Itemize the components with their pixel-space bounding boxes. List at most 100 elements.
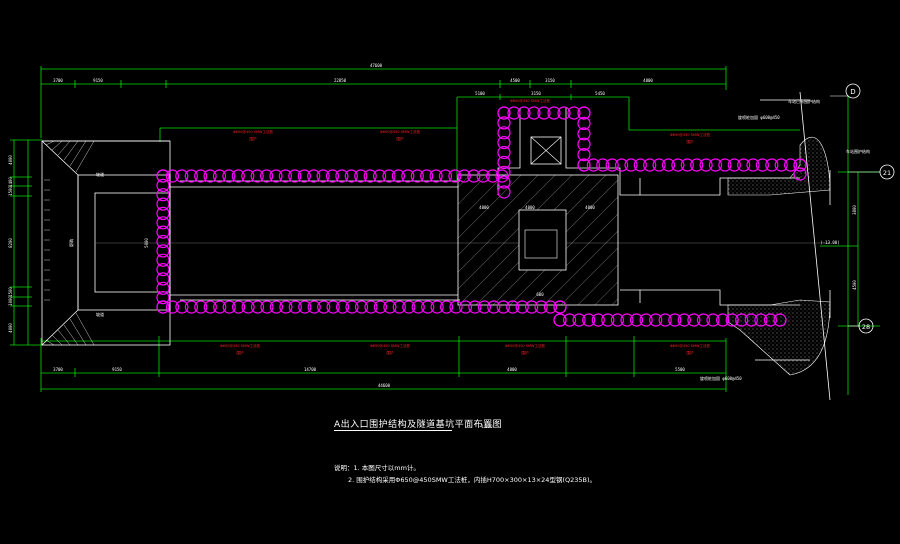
smw-pile [577, 158, 591, 172]
smw-pile [448, 169, 462, 183]
smw-pile [687, 313, 701, 327]
dim-right-2: 4500 [852, 280, 857, 290]
title-underline [334, 430, 452, 431]
smw-pile [458, 300, 473, 314]
dim-bottom-total: 44600 [378, 383, 391, 388]
smw-pile [543, 300, 558, 314]
smw-pile [232, 300, 246, 314]
smw-pile [629, 313, 644, 327]
smw-pile [765, 158, 779, 172]
smw-pile [298, 300, 312, 314]
smw-pile [156, 263, 170, 277]
smw-pile [156, 197, 170, 211]
smw-pile [156, 216, 170, 230]
dim-bottom-5: 5500 [675, 367, 685, 372]
smw-pile [391, 169, 405, 183]
smw-pile [668, 313, 682, 327]
smw-pile [746, 158, 760, 172]
smw-pile [383, 300, 397, 314]
dim-top-6: 4800 [643, 78, 653, 83]
smw-pile [194, 300, 208, 314]
smw-piles [156, 106, 807, 327]
smw-pile [194, 169, 208, 183]
smw-pile [497, 175, 511, 189]
smw-pile [382, 169, 396, 183]
smw-pile [364, 300, 378, 314]
smw-pile [515, 300, 529, 314]
drawing-notes: 说明：1. 本图尺寸以mm计。 2. 围护结构采用Φ650@450SMW工法桩，… [334, 462, 596, 486]
smw-pile [658, 313, 672, 327]
dim-top-1: 3700 [53, 78, 63, 83]
smw-pile [620, 313, 634, 327]
smw-pile [586, 158, 601, 172]
right-dimension-line [820, 96, 880, 395]
smw-pile [156, 188, 170, 202]
pile-sublabel-4: 围护 [687, 139, 695, 144]
smw-pile [344, 169, 358, 183]
note-1: 说明：1. 本图尺寸以mm计。 [334, 464, 420, 472]
dim-upper-1: 5100 [475, 91, 485, 96]
smw-pile [222, 300, 236, 314]
smw-pile [373, 169, 387, 183]
pile-label-2: Φ650@450 SMW工法桩 [380, 129, 420, 134]
dim-top-4: 4500 [510, 78, 520, 83]
smw-pile [596, 158, 610, 172]
pile-label-6: Φ650@450 SMW工法桩 [370, 343, 410, 348]
smw-pile [572, 313, 586, 327]
dim-left-3: 1500 [8, 186, 13, 196]
leader-note-1: 旋喷桩加固 φ600@450 [738, 114, 780, 120]
smw-pile [699, 158, 713, 172]
svg-text:21: 21 [883, 169, 891, 177]
smw-pile [430, 300, 444, 314]
smw-pile [517, 106, 531, 120]
dim-inner-3: 4000 [585, 205, 595, 210]
smw-pile [477, 300, 491, 314]
smw-pile [610, 313, 625, 327]
smw-pile [307, 300, 321, 314]
bottom-dimension-line [40, 336, 727, 392]
smw-pile [715, 313, 730, 327]
smw-pile [411, 300, 425, 314]
smw-pile [497, 116, 511, 130]
smw-pile [212, 169, 227, 183]
smw-pile [288, 169, 302, 183]
smw-pile [783, 158, 798, 172]
smw-pile [269, 169, 283, 183]
smw-pile [553, 313, 567, 327]
smw-pile [793, 167, 807, 181]
smw-pile [260, 169, 274, 183]
smw-pile [524, 300, 539, 314]
smw-pile [497, 155, 511, 169]
smw-pile [307, 169, 321, 183]
smw-pile [156, 281, 170, 295]
drawing-title: A出入口围护结构及隧道基坑平面布置图 [334, 420, 503, 430]
leader-note-3: 旋喷桩加固 φ600@450 [700, 375, 742, 381]
left-dimension-line [10, 139, 42, 346]
smw-pile [336, 300, 350, 314]
smw-pile [591, 313, 605, 327]
dim-top-3: 22850 [334, 78, 347, 83]
pile-sublabel-5: 围护 [237, 350, 244, 355]
smw-pile [507, 106, 521, 120]
dim-left-2: 1400 [8, 177, 13, 187]
smw-pile [614, 158, 629, 172]
smw-pile [156, 234, 170, 249]
smw-pile [325, 169, 340, 183]
smw-pile [639, 313, 653, 327]
smw-pile [468, 300, 482, 314]
smw-pile [250, 300, 265, 314]
smw-pile [476, 169, 490, 183]
note-2: 2. 围护结构采用Φ650@450SMW工法桩，内插H700×300×13×24… [348, 476, 596, 484]
dim-inner-5: 600 [536, 292, 544, 297]
dim-bottom-2: 9150 [112, 367, 122, 372]
dim-bottom-1: 3700 [53, 367, 63, 372]
pile-label-7: Φ650@450 SMW工法桩 [505, 343, 545, 348]
smw-pile [440, 300, 454, 314]
smw-pile [184, 169, 198, 183]
smw-pile [429, 169, 443, 183]
smw-pile [203, 300, 217, 314]
smw-pile [774, 158, 788, 172]
smw-pile [605, 158, 619, 172]
smw-pile [156, 225, 170, 239]
